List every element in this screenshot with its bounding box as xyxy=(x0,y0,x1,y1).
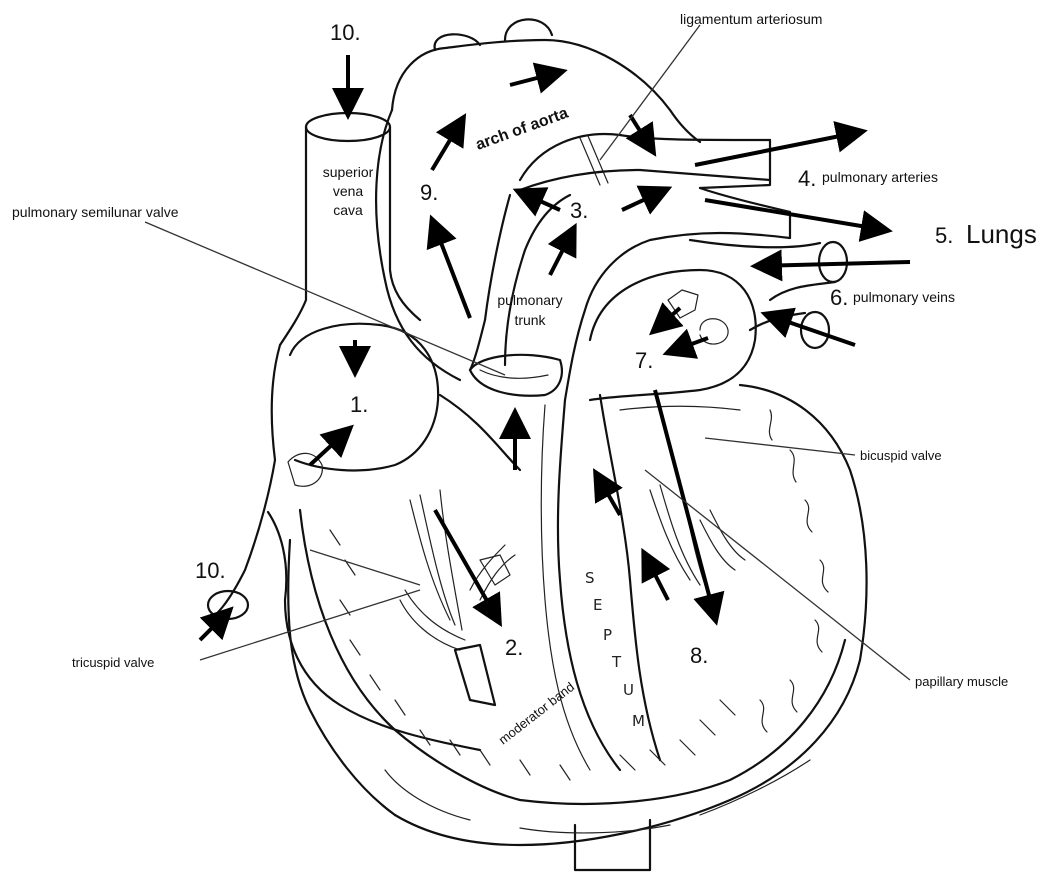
step-4: 4. xyxy=(798,166,816,191)
arrow-ivc-into-atrium xyxy=(310,430,348,465)
pulmonary-valve-drawing xyxy=(470,355,562,396)
septum-letter-p: P xyxy=(603,626,612,644)
leader-tricuspid xyxy=(200,590,420,660)
superior-vena-cava-outline xyxy=(280,113,420,345)
step-1: 1. xyxy=(350,392,368,417)
pulmonary-veins-outline xyxy=(690,240,847,348)
arrow-descending xyxy=(630,115,652,150)
septum-letter-m: M xyxy=(632,712,645,730)
arrow-into-right-ventricle xyxy=(435,510,498,620)
arrow-left-atrium-b xyxy=(670,338,708,352)
label-pulmonary-veins: pulmonary veins xyxy=(853,289,955,305)
step-3: 3. xyxy=(570,198,588,223)
step-10-top: 10. xyxy=(330,20,361,45)
septum-letter-e: E xyxy=(593,596,602,614)
step-7: 7. xyxy=(635,348,653,373)
step-10-bottom: 10. xyxy=(195,558,226,583)
arrow-arch xyxy=(510,72,560,85)
label-svc-line1: superior xyxy=(323,164,374,180)
label-svc-line2: vena xyxy=(333,183,364,199)
arrow-vein-lower xyxy=(768,315,855,345)
leader-pulmonary-valve xyxy=(145,222,505,375)
step-5: 5. xyxy=(935,223,953,248)
heart-wall-outline xyxy=(288,385,866,870)
tricuspid-valve-drawing xyxy=(400,490,515,705)
arrow-lv-up-upper xyxy=(597,475,620,515)
arrow-trunk-right xyxy=(622,190,665,210)
leader-tricuspid-b xyxy=(310,550,420,585)
arrow-into-left-ventricle xyxy=(655,390,715,618)
right-atrium-outline xyxy=(205,324,480,750)
leader-bicuspid xyxy=(705,438,855,455)
arrow-trunk-left xyxy=(520,192,560,210)
arrow-pulmonary-artery-upper xyxy=(695,132,860,165)
arrow-into-trunk xyxy=(550,230,573,275)
label-pulmonary-trunk-line1: pulmonary xyxy=(497,292,562,308)
septum-letter-s: S xyxy=(585,569,595,587)
step-8: 8. xyxy=(690,643,708,668)
arrow-pulmonary-artery-lower xyxy=(705,200,885,230)
arrow-lv-up-lower xyxy=(645,555,668,600)
arrow-left-atrium-a xyxy=(655,308,680,330)
left-atrium-outline xyxy=(590,270,756,400)
step-2: 2. xyxy=(505,635,523,660)
step-6: 6. xyxy=(830,285,848,310)
label-pulmonary-semilunar-valve: pulmonary semilunar valve xyxy=(12,204,179,220)
label-papillary-muscle: papillary muscle xyxy=(915,674,1008,689)
septum-letter-u: U xyxy=(623,681,634,699)
step-9: 9. xyxy=(420,180,438,205)
label-ligamentum-arteriosum: ligamentum arteriosum xyxy=(680,11,822,27)
leader-papillary xyxy=(645,470,910,680)
label-lungs: Lungs xyxy=(966,219,1037,249)
arrow-aorta-up xyxy=(432,120,462,170)
label-bicuspid-valve: bicuspid valve xyxy=(860,448,942,463)
septum-letter-t: T xyxy=(611,653,622,671)
arrow-ascending-aorta xyxy=(433,222,470,318)
arrow-vein-upper xyxy=(758,262,910,266)
label-pulmonary-arteries: pulmonary arteries xyxy=(822,169,938,185)
label-svc-line3: cava xyxy=(333,202,363,218)
label-tricuspid-valve: tricuspid valve xyxy=(72,655,154,670)
label-pulmonary-trunk-line2: trunk xyxy=(514,312,546,328)
